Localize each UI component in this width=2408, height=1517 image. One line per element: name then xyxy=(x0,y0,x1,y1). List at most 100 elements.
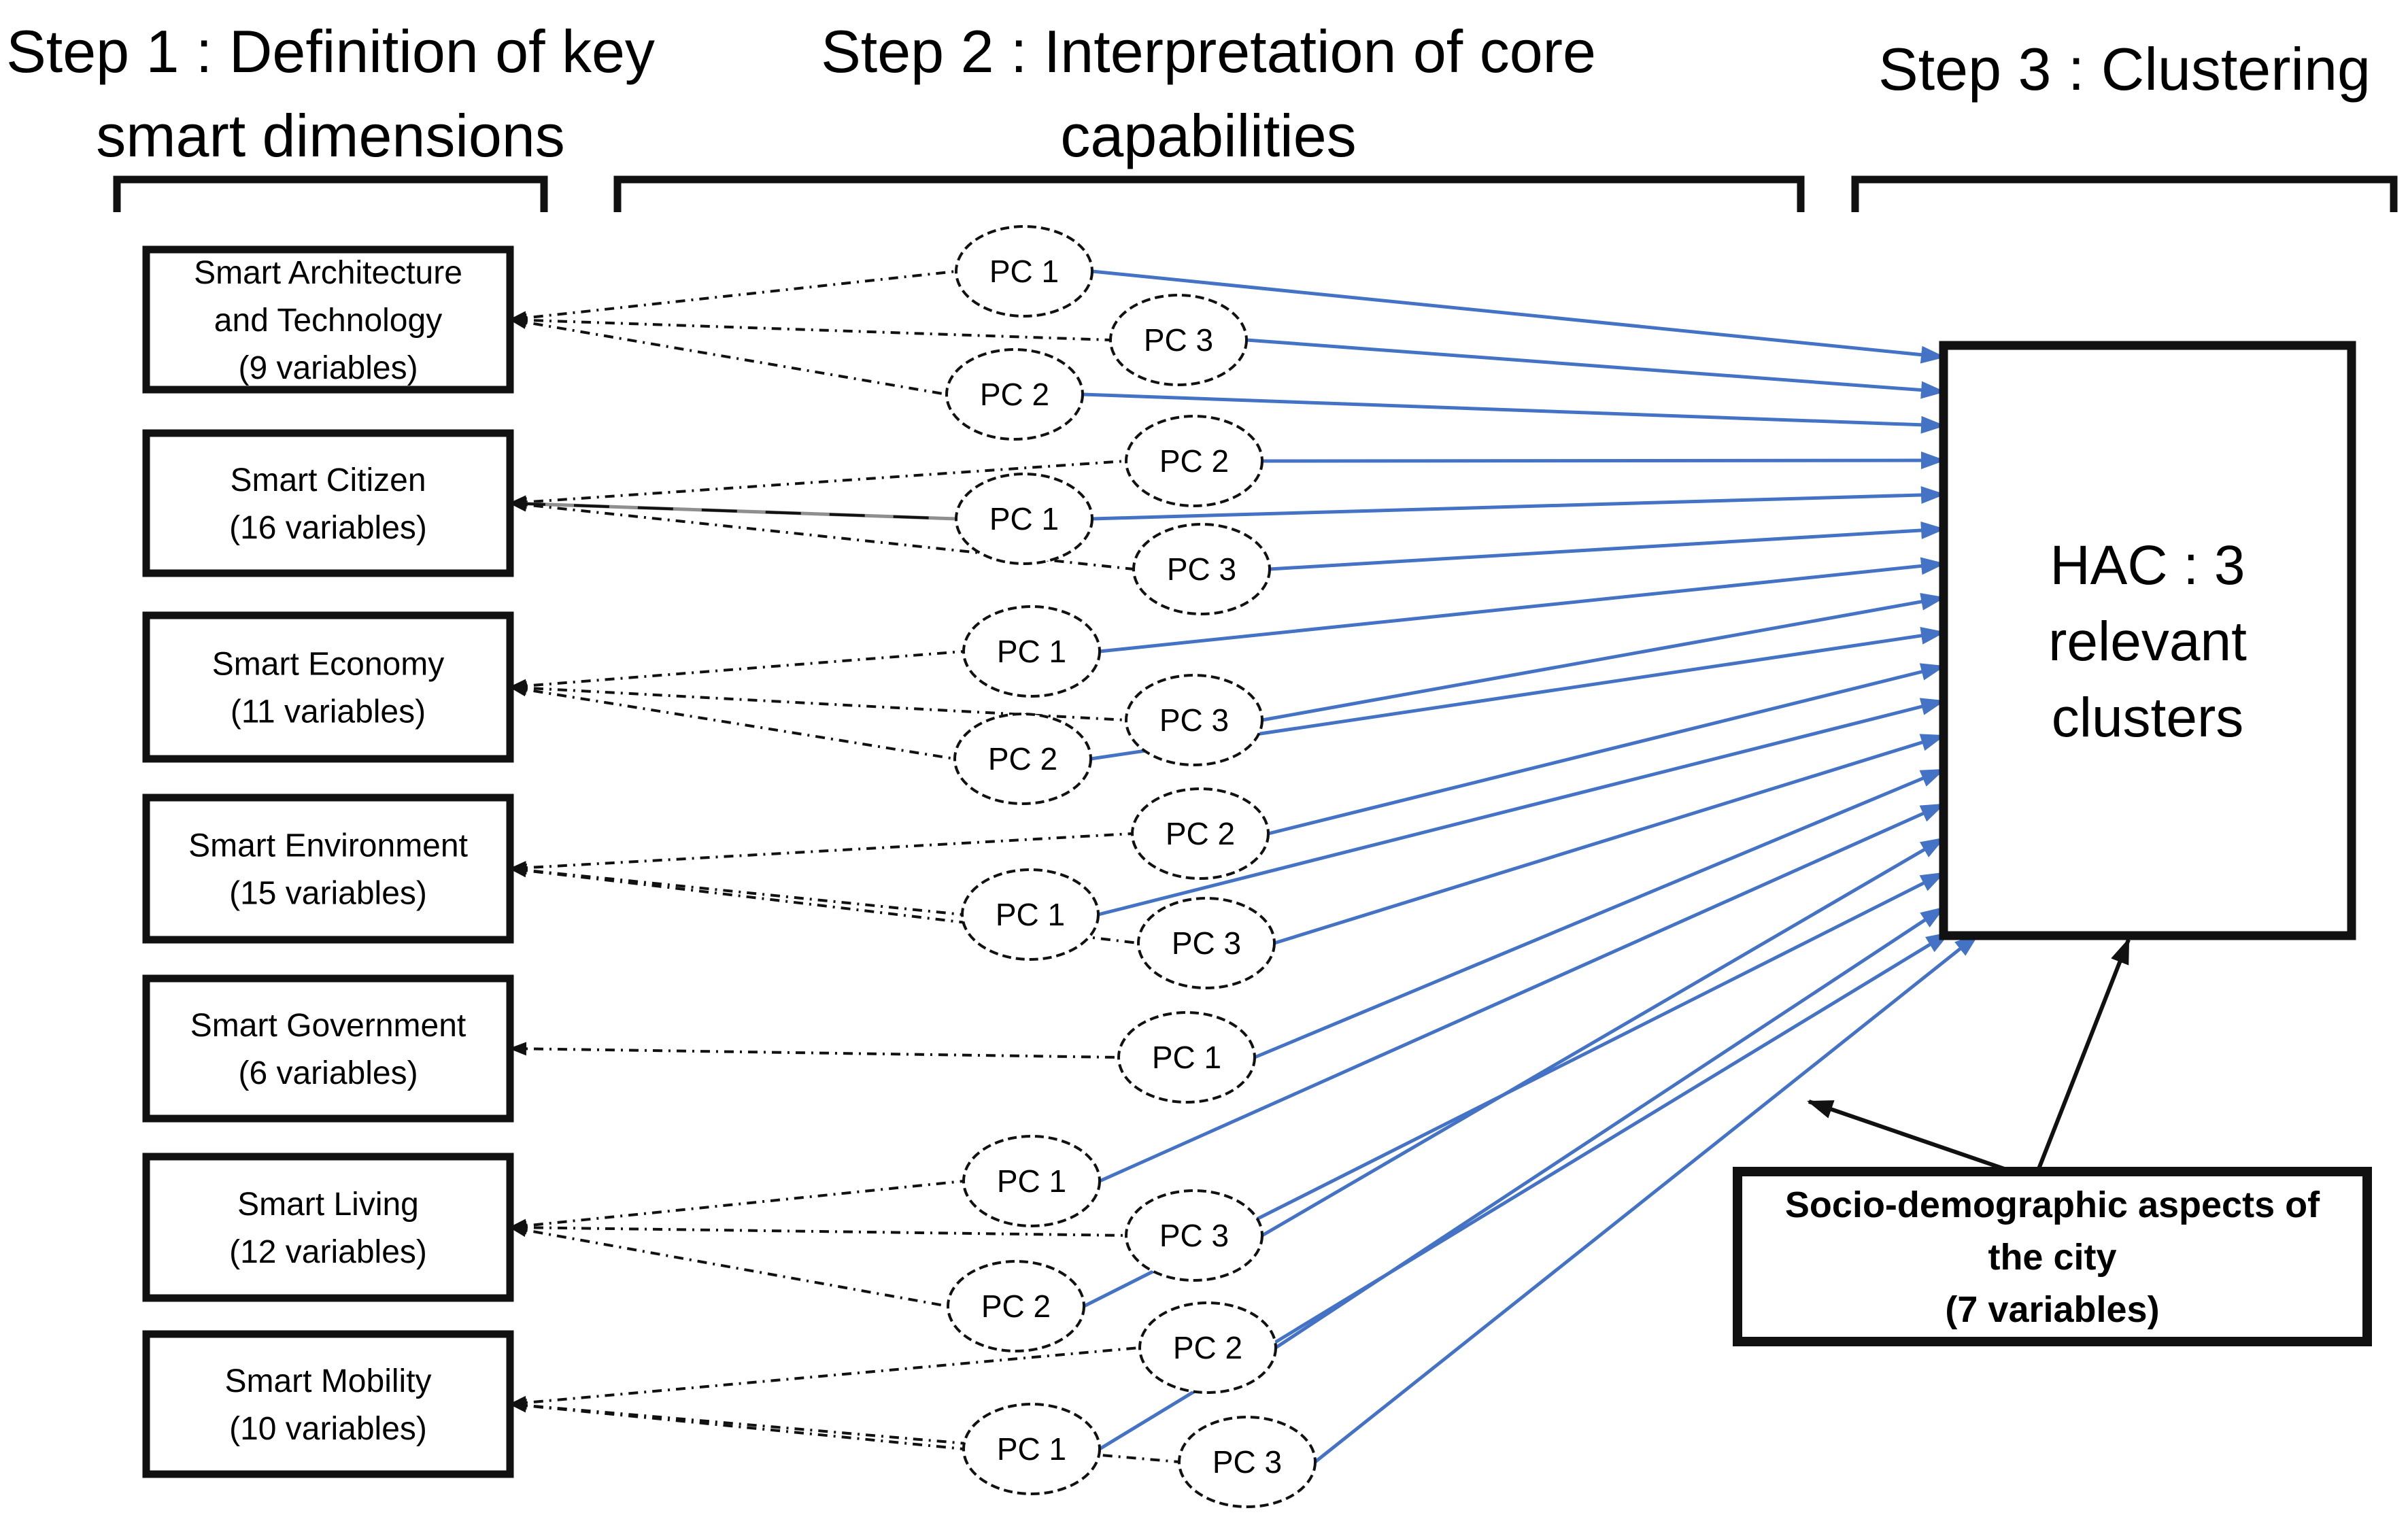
dimension-box-border xyxy=(142,429,514,577)
pc-label: PC 1 xyxy=(997,1431,1066,1467)
pc-node: PC 3 xyxy=(1125,1189,1264,1282)
pc-label: PC 2 xyxy=(980,377,1049,412)
dimension-to-pc-dashed-edge xyxy=(509,270,957,325)
pc-node: PC 1 xyxy=(955,473,1093,565)
dimension-to-pc-dashed-edge xyxy=(509,1221,1127,1237)
pc-ellipse xyxy=(1137,897,1276,989)
dimension-box: Smart Environment(15 variables) xyxy=(142,794,514,944)
dimension-to-pc-dashed-edge xyxy=(509,460,1127,509)
pc-node: PC 3 xyxy=(1178,1416,1317,1508)
dimension-box-label: Smart Mobility(10 variables) xyxy=(224,1363,431,1447)
pc-ellipse xyxy=(962,605,1101,698)
dimension-box-label: Smart Citizen(16 variables) xyxy=(229,462,427,546)
pc-node: PC 2 xyxy=(1125,415,1264,507)
step-brace xyxy=(113,175,548,212)
pc-ellipse xyxy=(1178,1416,1317,1508)
dimension-to-pc-dashed-edge xyxy=(509,863,963,916)
pc-to-hac-arrow xyxy=(1261,451,1946,470)
pc-label: PC 2 xyxy=(1173,1330,1242,1365)
pc-label: PC 3 xyxy=(1159,702,1229,738)
pc-node: PC 2 xyxy=(947,1260,1085,1352)
pc-ellipse xyxy=(953,713,1092,805)
dimension-box-border xyxy=(142,1330,514,1478)
pc-node: PC 3 xyxy=(1125,674,1264,766)
dimension-box: Smart Living(12 variables) xyxy=(142,1153,514,1302)
pc-label: PC 1 xyxy=(989,501,1059,536)
pc-label: PC 3 xyxy=(1167,551,1236,587)
pc-node: PC 2 xyxy=(1131,787,1270,880)
dimension-box-border xyxy=(142,611,514,763)
dimension-box-label: Smart Economy(11 variables) xyxy=(212,647,444,730)
socio-arrow xyxy=(2035,938,2131,1174)
pc-ellipse xyxy=(1125,1189,1264,1282)
dimension-box-border xyxy=(142,974,514,1123)
pc-node: PC 1 xyxy=(1117,1011,1256,1104)
dimension-to-pc-dashed-edge xyxy=(509,1223,949,1308)
pc-node: PC 1 xyxy=(962,1403,1101,1495)
dimension-to-pc-dashed-edge xyxy=(509,681,1127,721)
pc-ellipse xyxy=(962,1135,1101,1227)
socio-box-border xyxy=(1733,1167,2372,1346)
pc-ellipse xyxy=(1132,523,1271,615)
pc-label: PC 3 xyxy=(1213,1444,1282,1480)
pc-label: PC 2 xyxy=(981,1289,1051,1324)
pc-to-hac-arrow xyxy=(1261,836,1946,1238)
dimension-to-pc-dashed-edge xyxy=(509,496,957,520)
pc-ellipse xyxy=(1138,1301,1277,1394)
pc-to-hac-arrow xyxy=(1082,392,1946,434)
dimension-box: Smart Mobility(10 variables) xyxy=(142,1330,514,1478)
pc-label: PC 1 xyxy=(996,897,1065,932)
dimension-to-pc-dashed-edge xyxy=(509,1399,964,1450)
dimension-to-pc-dashed-edge xyxy=(509,1042,1119,1059)
pc-label: PC 3 xyxy=(1144,322,1213,358)
pc-label: PC 1 xyxy=(1152,1040,1221,1075)
pc-node: PC 3 xyxy=(1137,897,1276,989)
pc-ellipse xyxy=(1125,415,1264,507)
pc-ellipse xyxy=(1109,294,1248,386)
pc-label: PC 1 xyxy=(997,634,1066,669)
pc-to-hac-arrow xyxy=(1091,485,1946,521)
step-header-3: Step 3 : Clustering xyxy=(1851,35,2398,212)
pc-label: PC 1 xyxy=(989,254,1059,289)
pc-to-hac-arrow xyxy=(1261,593,1946,722)
dimension-to-pc-dashed-edge xyxy=(509,313,1111,341)
hac-box-border xyxy=(1939,341,2356,940)
pc-node: PC 1 xyxy=(961,868,1100,961)
pc-to-hac-arrow xyxy=(1099,557,1946,653)
step-brace xyxy=(1851,175,2398,212)
pc-ellipse xyxy=(1117,1011,1256,1104)
pc-node: PC 2 xyxy=(945,348,1084,441)
pc-label: PC 2 xyxy=(988,741,1057,777)
dimension-box-label: Smart Living(12 variables) xyxy=(229,1187,427,1270)
pc-node: PC 1 xyxy=(962,1135,1101,1227)
pc-node: PC 1 xyxy=(962,605,1101,698)
pc-node: PC 2 xyxy=(1138,1301,1277,1394)
pc-ellipse xyxy=(1131,787,1270,880)
dimension-box-border xyxy=(142,1153,514,1302)
pc-label: PC 2 xyxy=(1166,816,1235,851)
dimension-to-pc-dashed-edge xyxy=(509,498,1134,570)
pc-label: PC 2 xyxy=(1159,443,1229,479)
dimension-box: Smart Government(6 variables) xyxy=(142,974,514,1123)
pc-label: PC 3 xyxy=(1159,1218,1229,1253)
pc-ellipse xyxy=(947,1260,1085,1352)
pc-to-hac-arrow xyxy=(1314,934,1980,1463)
pc-to-hac-arrow xyxy=(1269,521,1946,571)
pc-to-hac-arrow xyxy=(1246,338,1946,399)
pc-ellipse xyxy=(1125,674,1264,766)
step-title: Step 3 : Clustering xyxy=(1878,35,2371,103)
pc-label: PC 1 xyxy=(997,1163,1066,1199)
dimension-to-pc-dashed-edge xyxy=(509,1346,1140,1410)
